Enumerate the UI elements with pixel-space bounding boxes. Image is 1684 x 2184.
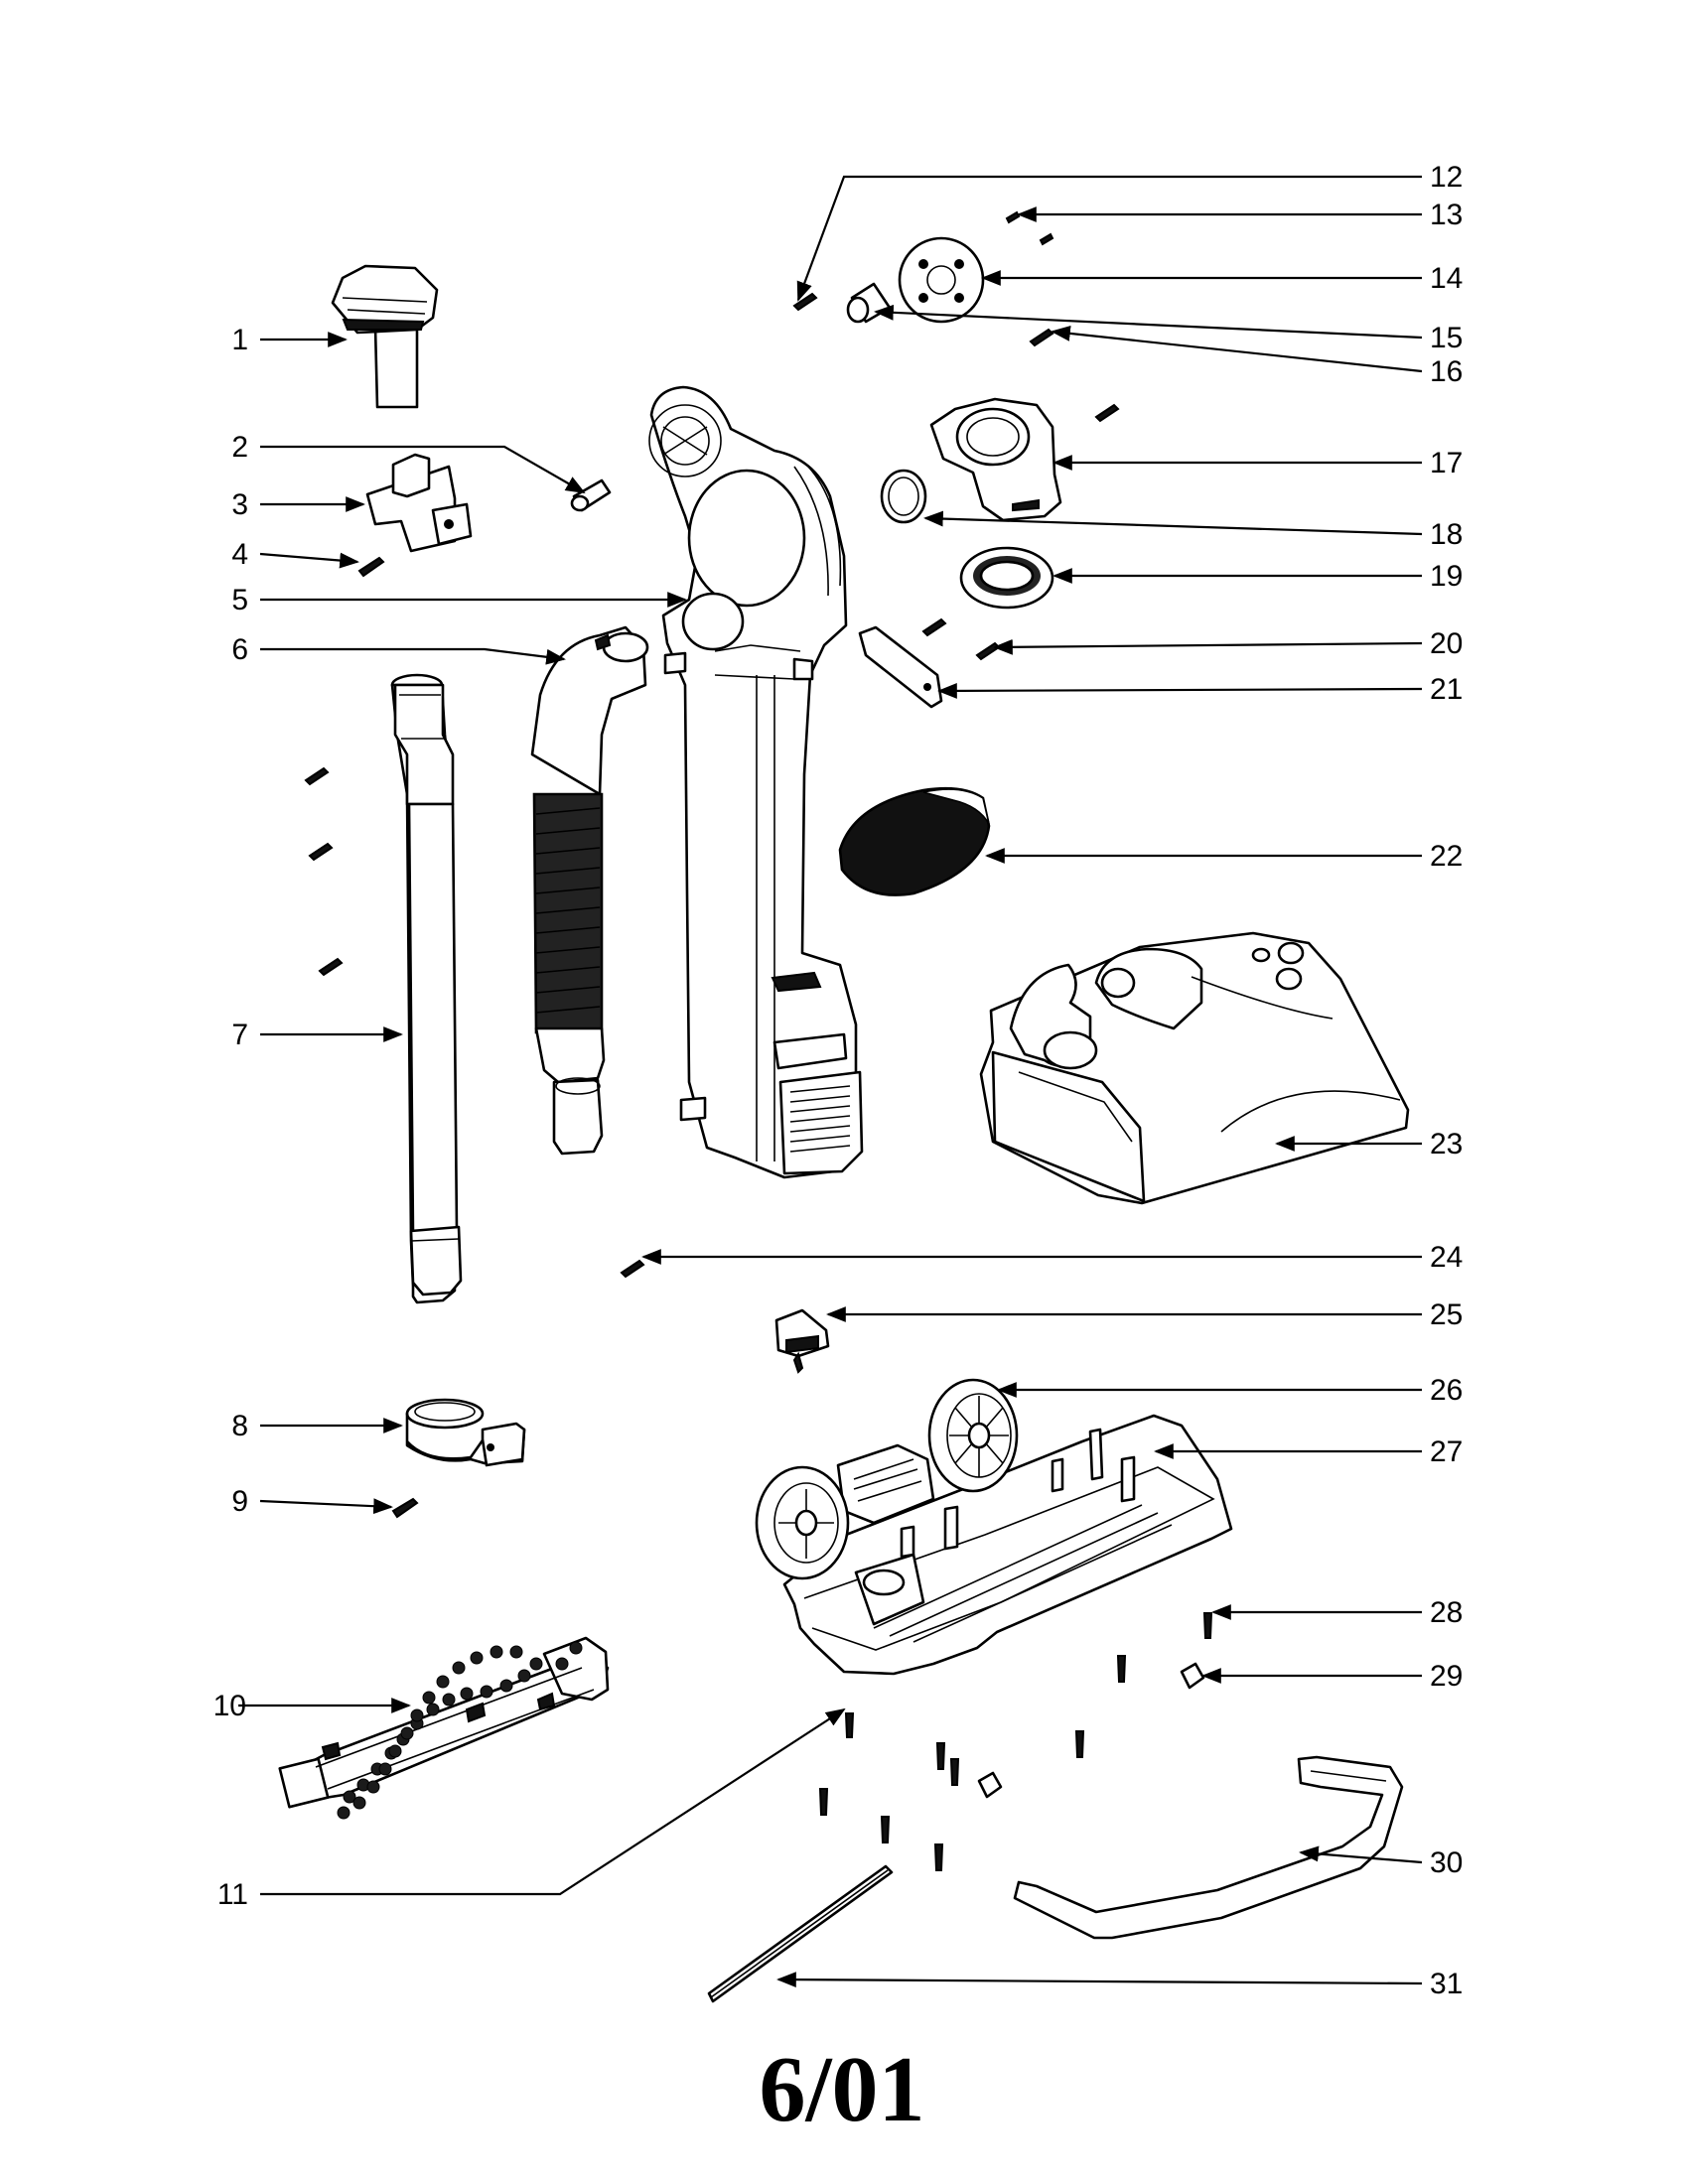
callout-26: 26: [1430, 1374, 1463, 1407]
callout-12: 12: [1430, 161, 1463, 194]
callout-15: 15: [1430, 322, 1463, 354]
callout-10: 10: [213, 1690, 246, 1722]
part-7-wand: [390, 673, 463, 1304]
callout-7: 7: [231, 1019, 248, 1051]
part-5-handle-body: [648, 385, 864, 1179]
part-31-strip: [707, 1864, 894, 2003]
revision-date: 6/01: [759, 2038, 925, 2141]
part-25-latch: [774, 1308, 830, 1374]
callout-20: 20: [1430, 627, 1463, 660]
part-21-clip: [858, 625, 943, 709]
callout-29: 29: [1430, 1660, 1463, 1693]
callout-25: 25: [1430, 1298, 1463, 1331]
callout-23: 23: [1430, 1128, 1463, 1160]
callout-31: 31: [1430, 1968, 1463, 2000]
callout-5: 5: [231, 584, 248, 616]
part-19-seal: [959, 546, 1054, 610]
part-15-roller: [846, 282, 892, 324]
leader-lines: [238, 175, 1423, 1988]
part-2-bushing: [570, 478, 612, 512]
part-1-upholstery-tool: [331, 264, 439, 409]
callout-28: 28: [1430, 1596, 1463, 1629]
callout-6: 6: [231, 633, 248, 666]
callout-21: 21: [1430, 673, 1463, 706]
part-rear-wheel: [755, 1465, 850, 1580]
callout-22: 22: [1430, 840, 1463, 873]
callout-1: 1: [231, 324, 248, 356]
bristle-coil: [337, 1641, 583, 1820]
part-10-brushroll: [278, 1636, 610, 1820]
callout-8: 8: [231, 1410, 248, 1442]
part-3-bracket: [365, 453, 473, 553]
callout-27: 27: [1430, 1435, 1463, 1468]
part-14-plate: [898, 236, 985, 324]
callout-3: 3: [231, 488, 248, 521]
callout-14: 14: [1430, 262, 1463, 295]
callout-4: 4: [231, 538, 248, 571]
callout-13: 13: [1430, 199, 1463, 231]
part-23-hood: [979, 931, 1410, 1205]
part-17-elbow: [929, 397, 1062, 522]
part-26-wheel: [927, 1378, 1019, 1493]
callout-17: 17: [1430, 447, 1463, 479]
part-30-bumper: [1013, 1755, 1404, 1940]
callout-numbers: 1 2 3 4 5 6 7 8 9 10 11 12 13 14 15 16 1…: [213, 161, 1464, 2000]
part-29-bushing: [977, 1662, 1205, 1799]
callout-2: 2: [231, 431, 248, 464]
callout-19: 19: [1430, 560, 1463, 593]
callout-9: 9: [231, 1485, 248, 1518]
part-6-hose: [530, 625, 649, 1156]
callout-24: 24: [1430, 1241, 1463, 1274]
part-18-oring: [880, 469, 927, 524]
part-22-filter: [838, 786, 991, 896]
callout-16: 16: [1430, 355, 1463, 388]
callout-30: 30: [1430, 1846, 1463, 1879]
callout-11: 11: [217, 1878, 248, 1911]
part-8-collar: [405, 1398, 526, 1467]
part-27-base: [782, 1414, 1233, 1676]
callout-18: 18: [1430, 518, 1463, 551]
